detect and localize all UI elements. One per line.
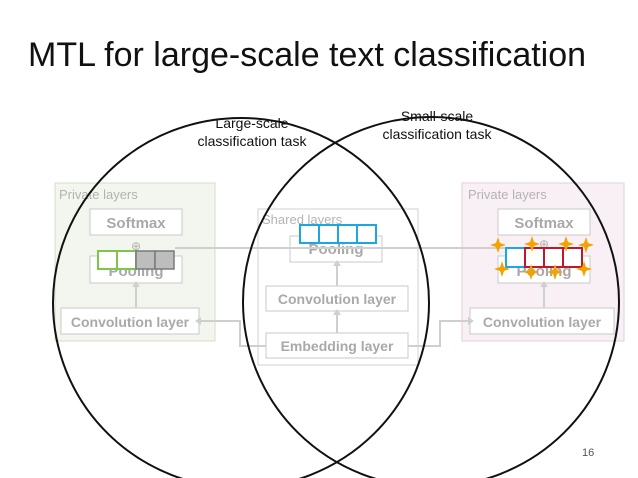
arrowhead	[195, 317, 201, 325]
left-softmax-label: Softmax	[106, 215, 166, 232]
left-softmax-box	[89, 208, 183, 236]
large-scale-label-line2: classification task	[198, 133, 308, 149]
shared-embedding-label: Embedding layer	[281, 338, 394, 354]
right-concat-icon: ⊕	[539, 237, 549, 251]
left-panel-header: Private layers	[59, 187, 138, 202]
vector-cell-gray	[154, 250, 175, 270]
right-panel-header: Private layers	[468, 187, 547, 202]
large-scale-label-line1: Large-scale	[215, 115, 288, 131]
arrowhead	[468, 317, 474, 325]
sparkle-icon	[576, 261, 592, 277]
slide-title: MTL for large-scale text classification	[28, 36, 587, 74]
shared-feature-vector	[299, 224, 377, 244]
small-scale-label-line1: Small-scale	[401, 108, 474, 124]
left-convolution-box	[60, 307, 200, 335]
small-scale-label-line2: classification task	[383, 126, 493, 142]
sparkle-icon	[523, 264, 539, 280]
vector-cell-blue	[318, 224, 339, 244]
left-concat-icon: ⊕	[131, 239, 141, 253]
right-softmax-label: Softmax	[514, 215, 574, 232]
sparkle-icon	[547, 264, 563, 280]
right-feature-vector	[505, 247, 583, 268]
vector-cell-green	[116, 250, 137, 270]
sparkle-icon	[558, 236, 574, 252]
vector-cell-red	[543, 247, 564, 268]
arrowhead	[132, 281, 140, 287]
shared-pooling-label: Pooling	[309, 241, 364, 258]
right-convolution-box	[469, 307, 615, 335]
sparkle-icon	[578, 237, 594, 253]
vector-cell-blue	[505, 247, 526, 268]
small-scale-task-circle	[242, 116, 620, 478]
sparkle-icon	[524, 236, 540, 252]
sparkle-icon	[490, 237, 506, 253]
vector-cell-red	[524, 247, 545, 268]
vector-cell-blue	[356, 224, 377, 244]
sparkle-icons	[490, 236, 594, 280]
embed-to-left-conv-connector	[199, 320, 266, 347]
arrowheads	[132, 260, 548, 325]
vector-cell-red	[562, 247, 583, 268]
shared-convolution-box	[265, 285, 409, 312]
right-convolution-label: Convolution layer	[483, 314, 602, 330]
arrowhead	[333, 309, 341, 315]
slide-number: 16	[582, 447, 595, 459]
large-scale-task-circle	[52, 117, 430, 478]
shared-convolution-label: Convolution layer	[278, 291, 397, 307]
arrowhead	[333, 260, 341, 266]
sparkle-icon	[494, 261, 510, 277]
vector-cell-gray	[135, 250, 156, 270]
right-softmax-box	[497, 208, 591, 236]
shared-panel-header: Shared layers	[262, 212, 343, 227]
vector-cell-blue	[337, 224, 358, 244]
vector-cell-green	[97, 250, 118, 270]
vector-cell-blue	[299, 224, 320, 244]
left-convolution-label: Convolution layer	[71, 314, 190, 330]
arrowhead	[540, 281, 548, 287]
left-feature-vector	[97, 250, 175, 270]
